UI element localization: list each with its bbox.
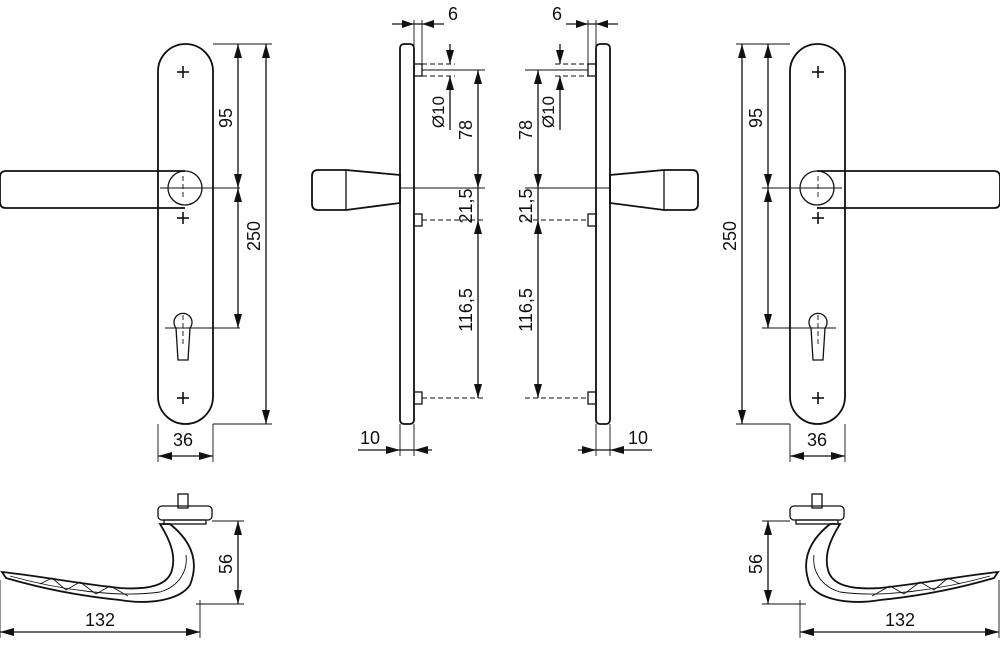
right-front-view: 36 95 250 (720, 43, 1000, 462)
dim-132-right: 132 (885, 610, 915, 630)
dim-6-right: 6 (552, 4, 562, 24)
left-front-view: 36 95 250 (0, 43, 272, 462)
dim-116-5-right: 116,5 (516, 288, 536, 332)
dim-width-right: 36 (807, 430, 827, 450)
lever-side (311, 169, 401, 211)
dim-56-left: 56 (216, 554, 236, 574)
screw-mark (176, 391, 190, 405)
lever-curve (805, 523, 1000, 603)
dim-95-right: 95 (746, 108, 766, 128)
screw-mark (811, 65, 825, 79)
dim-diameter-right: Ø10 (539, 96, 558, 128)
dim-6-left: 6 (448, 4, 458, 24)
dim-78-right: 78 (516, 120, 536, 140)
screw-mark (176, 65, 190, 79)
left-lever-top-view: 56 132 (0, 493, 244, 638)
right-side-view: 6 Ø10 78 21,5 116,5 10 (516, 4, 699, 456)
lever-arm (817, 170, 1000, 209)
right-backplate (789, 43, 846, 425)
cylinder-hole (808, 312, 828, 361)
dim-diameter-left: Ø10 (429, 96, 448, 128)
side-backplate (399, 43, 415, 425)
screw-mark (811, 211, 825, 225)
screw-mark (811, 391, 825, 405)
side-backplate (595, 43, 611, 425)
dim-116-5-left: 116,5 (456, 288, 476, 332)
dim-21-5-right: 21,5 (516, 188, 536, 223)
screw-mark (176, 211, 190, 225)
dim-56-right: 56 (746, 554, 766, 574)
dim-10-right: 10 (628, 428, 648, 448)
left-backplate (157, 43, 214, 425)
lever-curve (0, 523, 195, 603)
dim-250-left: 250 (244, 221, 264, 251)
left-side-view: 6 Ø10 78 21,5 116,5 10 (311, 4, 485, 456)
dim-250-right: 250 (720, 221, 740, 251)
right-lever-top-view: 56 132 (746, 493, 1000, 638)
lever-arm (0, 170, 185, 209)
dim-21-5-left: 21,5 (456, 188, 476, 223)
dim-10-left: 10 (360, 428, 380, 448)
cylinder-hole (173, 312, 193, 361)
dim-132-left: 132 (85, 610, 115, 630)
dim-width-left: 36 (173, 430, 193, 450)
lever-side (609, 169, 699, 211)
dim-78-left: 78 (456, 120, 476, 140)
dim-95-left: 95 (216, 108, 236, 128)
